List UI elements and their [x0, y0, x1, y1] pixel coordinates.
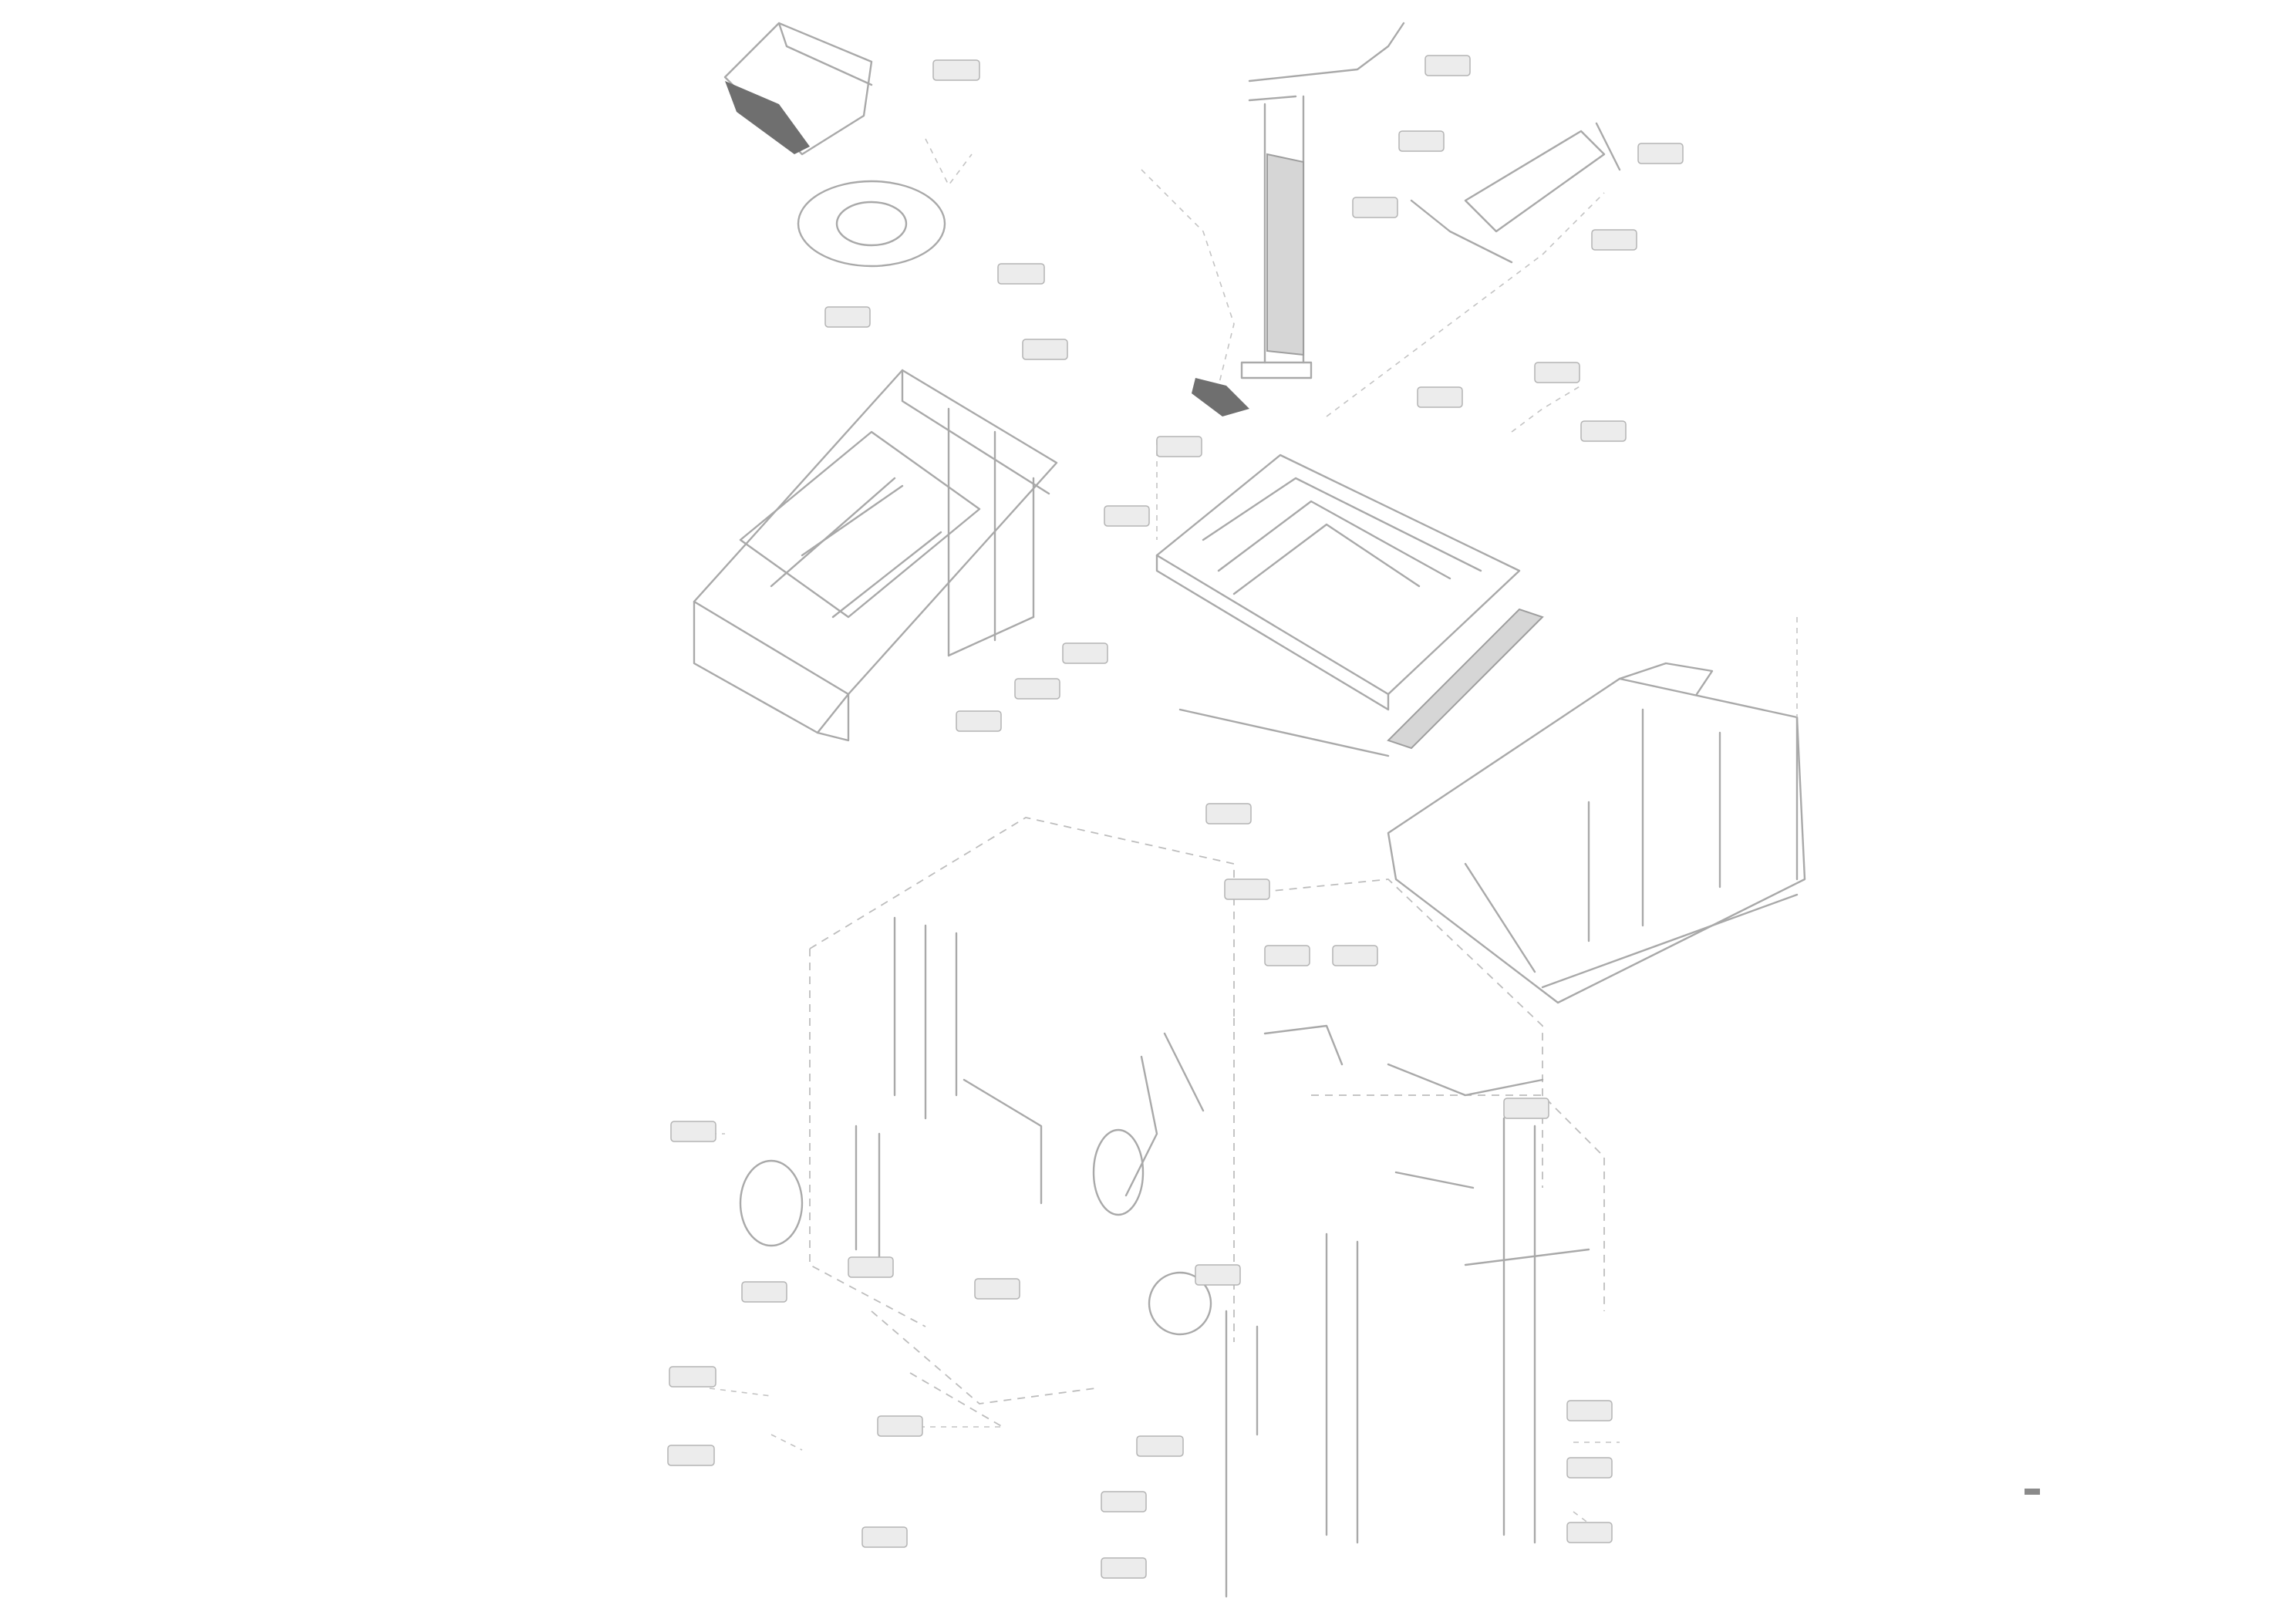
callout-label — [1022, 339, 1068, 360]
callout-label — [1398, 130, 1445, 152]
top-left-bracket — [723, 22, 973, 268]
callout-labels — [667, 55, 1684, 1579]
top-right-bracket — [1326, 122, 1621, 433]
center-floor-plate — [1155, 440, 1544, 757]
callout-label — [1101, 1557, 1147, 1579]
callout-label — [1101, 1491, 1147, 1512]
callout-label — [1136, 1435, 1184, 1457]
callout-label — [861, 1526, 908, 1548]
callout-label — [1566, 1522, 1613, 1543]
callout-label — [1205, 803, 1252, 824]
callout-label — [1566, 1400, 1613, 1421]
callout-label — [974, 1278, 1020, 1300]
callout-label — [1534, 362, 1580, 383]
top-center-tube — [1141, 22, 1405, 416]
callout-label — [1224, 878, 1270, 900]
callout-label — [1156, 436, 1202, 457]
callout-label — [1637, 143, 1684, 164]
callout-label — [1104, 505, 1150, 527]
callout-label — [667, 1445, 715, 1466]
drawing-reference-stamp — [1944, 1479, 2121, 1499]
callout-label — [1195, 1264, 1241, 1286]
right-side-cover — [1387, 617, 1806, 1004]
callout-label — [824, 306, 871, 328]
callout-label — [1264, 945, 1310, 966]
callout-label — [1332, 945, 1378, 966]
cab-body-lower — [679, 817, 1620, 1598]
callout-label — [1424, 55, 1471, 76]
callout-label — [741, 1281, 787, 1303]
callout-label — [997, 263, 1045, 285]
stamp-line-3 — [2025, 1489, 2040, 1495]
callout-label — [1062, 642, 1108, 664]
callout-label — [1566, 1457, 1613, 1479]
callout-label — [1352, 197, 1398, 218]
callout-label — [1014, 678, 1060, 700]
callout-label — [1591, 229, 1637, 251]
callout-label — [932, 59, 980, 81]
callout-label — [1503, 1098, 1549, 1119]
callout-label — [1417, 386, 1463, 408]
callout-label — [956, 710, 1002, 732]
callout-label — [877, 1415, 923, 1437]
callout-label — [670, 1121, 716, 1142]
callout-label — [1580, 420, 1627, 442]
left-guard-frame — [693, 369, 1058, 742]
callout-label — [848, 1256, 894, 1278]
callout-label — [669, 1366, 716, 1388]
